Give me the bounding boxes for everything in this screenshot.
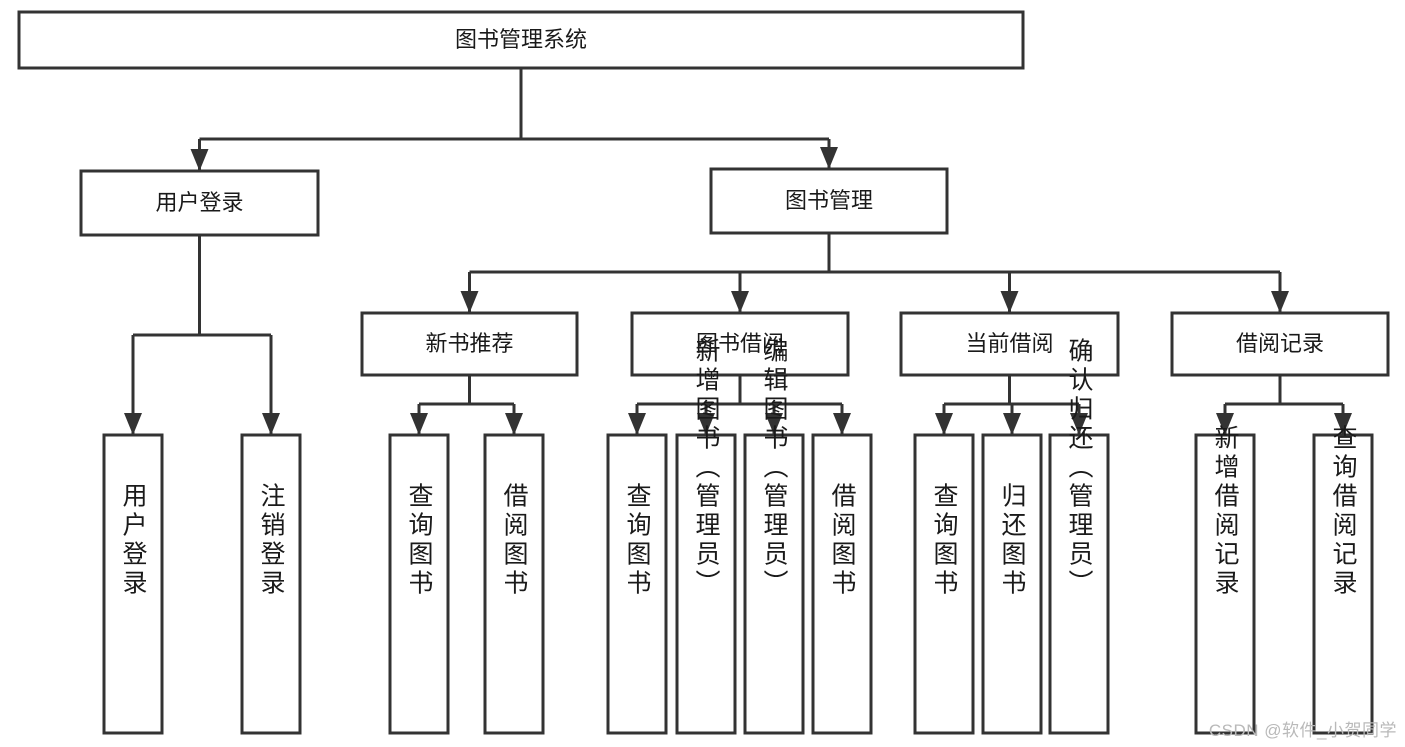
node-leaf-borrow-book-1[interactable]: 借阅图书 xyxy=(483,433,545,735)
node-book-management[interactable]: 图书管理 xyxy=(709,167,949,235)
node-box-leaf-query-book-2 xyxy=(606,433,668,735)
node-box-leaf-add-record xyxy=(1194,433,1256,735)
csdn-watermark: CSDN @软件_小贺同学 xyxy=(1208,721,1397,740)
node-box-leaf-confirm-return xyxy=(1048,433,1110,735)
node-box-leaf-logout xyxy=(240,433,302,735)
node-label-current-borrow: 当前借阅 xyxy=(965,331,1053,356)
arrow-head xyxy=(460,291,479,313)
arrow-head xyxy=(1271,291,1289,313)
edges-layer xyxy=(124,68,1352,435)
arrow-head xyxy=(1000,291,1019,313)
node-leaf-query-book-3[interactable]: 查询图书 xyxy=(913,433,975,735)
node-label-leaf-query-record: 查询借阅记录 xyxy=(1329,425,1358,599)
node-label-leaf-add-book: 新增图书（管理员） xyxy=(692,338,721,599)
node-box-root xyxy=(17,10,1025,70)
node-leaf-confirm-return[interactable]: 确认归还（管理员） xyxy=(1048,338,1110,735)
node-box-leaf-query-book-1 xyxy=(388,433,450,735)
node-leaf-return-book[interactable]: 归还图书 xyxy=(981,433,1043,735)
arrow-head xyxy=(820,147,838,169)
node-box-leaf-return-book xyxy=(981,433,1043,735)
node-box-book-borrow xyxy=(630,311,850,377)
node-leaf-user-login[interactable]: 用户登录 xyxy=(102,433,164,735)
node-label-leaf-query-book-3: 查询图书 xyxy=(930,483,959,599)
node-label-leaf-borrow-book-1: 借阅图书 xyxy=(500,483,529,599)
node-box-leaf-edit-book xyxy=(743,433,805,735)
nodes-layer: 图书管理系统用户登录图书管理新书推荐图书借阅当前借阅借阅记录用户登录注销登录查询… xyxy=(17,10,1390,735)
node-box-leaf-borrow-book-1 xyxy=(483,433,545,735)
node-book-borrow[interactable]: 图书借阅 xyxy=(630,311,850,377)
node-label-leaf-add-record: 新增借阅记录 xyxy=(1211,425,1240,599)
node-label-leaf-logout: 注销登录 xyxy=(257,483,286,599)
node-box-leaf-borrow-book-2 xyxy=(811,433,873,735)
node-box-user-login xyxy=(79,169,320,237)
node-box-leaf-query-record xyxy=(1312,433,1374,735)
arrow-head xyxy=(628,413,646,435)
node-label-user-login: 用户登录 xyxy=(155,190,243,215)
node-label-leaf-query-book-2: 查询图书 xyxy=(623,483,652,599)
node-box-book-management xyxy=(709,167,949,235)
arrow-head xyxy=(833,413,851,435)
arrow-head xyxy=(765,413,783,435)
node-label-book-borrow: 图书借阅 xyxy=(696,331,784,356)
arrow-head xyxy=(190,149,209,171)
node-label-leaf-borrow-book-2: 借阅图书 xyxy=(828,483,857,599)
node-leaf-add-book[interactable]: 新增图书（管理员） xyxy=(675,338,737,735)
arrow-head xyxy=(410,413,428,435)
arrow-head xyxy=(1334,413,1352,435)
node-box-current-borrow xyxy=(899,311,1120,377)
node-label-new-book-recommend: 新书推荐 xyxy=(425,331,513,356)
arrow-head xyxy=(731,291,749,313)
node-label-book-management: 图书管理 xyxy=(785,188,873,213)
arrow-head xyxy=(1003,413,1021,435)
node-new-book-recommend[interactable]: 新书推荐 xyxy=(360,311,579,377)
node-current-borrow[interactable]: 当前借阅 xyxy=(899,311,1120,377)
node-leaf-borrow-book-2[interactable]: 借阅图书 xyxy=(811,433,873,735)
node-user-login[interactable]: 用户登录 xyxy=(79,169,320,237)
arrow-head xyxy=(262,413,280,435)
node-leaf-query-book-1[interactable]: 查询图书 xyxy=(388,433,450,735)
node-leaf-edit-book[interactable]: 编辑图书（管理员） xyxy=(743,338,805,735)
node-label-leaf-confirm-return: 确认归还（管理员） xyxy=(1065,338,1094,599)
arrow-head xyxy=(1216,413,1234,435)
node-box-borrow-record xyxy=(1170,311,1390,377)
node-label-leaf-query-book-1: 查询图书 xyxy=(405,483,434,599)
arrow-head xyxy=(124,413,142,435)
node-label-leaf-user-login: 用户登录 xyxy=(119,483,148,599)
arrow-head xyxy=(1070,413,1088,435)
node-leaf-query-book-2[interactable]: 查询图书 xyxy=(606,433,668,735)
node-label-borrow-record: 借阅记录 xyxy=(1236,331,1324,356)
node-borrow-record[interactable]: 借阅记录 xyxy=(1170,311,1390,377)
node-leaf-add-record[interactable]: 新增借阅记录 xyxy=(1194,425,1256,735)
arrow-head xyxy=(935,413,953,435)
node-box-leaf-add-book xyxy=(675,433,737,735)
node-root[interactable]: 图书管理系统 xyxy=(17,10,1025,70)
node-box-leaf-user-login xyxy=(102,433,164,735)
node-label-root: 图书管理系统 xyxy=(455,27,587,52)
node-label-leaf-edit-book: 编辑图书（管理员） xyxy=(760,338,789,599)
arrow-head xyxy=(697,413,715,435)
arrow-head xyxy=(505,413,523,435)
node-label-leaf-return-book: 归还图书 xyxy=(998,483,1027,599)
node-box-leaf-query-book-3 xyxy=(913,433,975,735)
node-leaf-query-record[interactable]: 查询借阅记录 xyxy=(1312,425,1374,735)
node-leaf-logout[interactable]: 注销登录 xyxy=(240,433,302,735)
node-box-new-book-recommend xyxy=(360,311,579,377)
